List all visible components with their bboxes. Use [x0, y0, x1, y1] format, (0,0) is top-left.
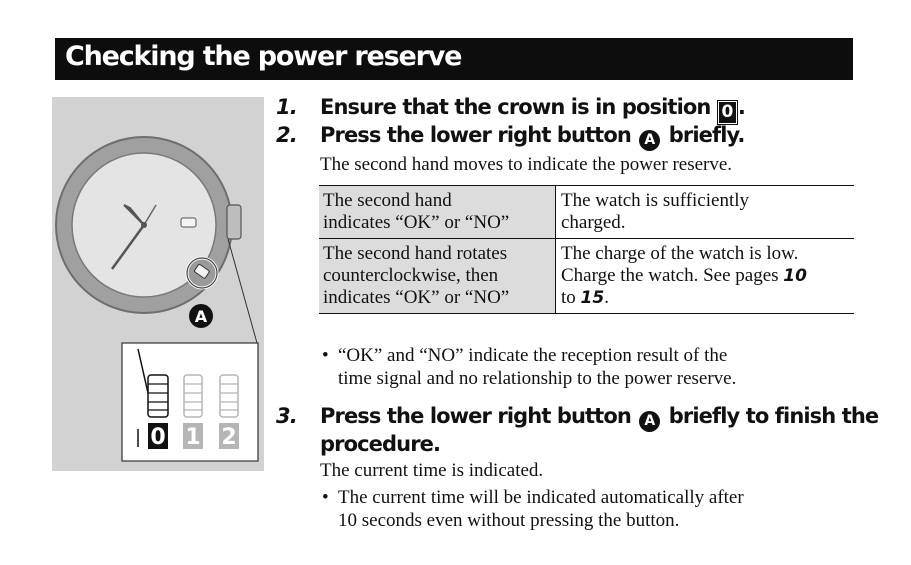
- watch-crown: [226, 204, 242, 240]
- condition-line: counterclockwise, then: [323, 265, 499, 286]
- result-line: to 15.: [561, 287, 850, 309]
- result-line: The charge of the watch is low.: [561, 243, 799, 264]
- position-1-badge: [183, 423, 203, 449]
- note-auto: • The current time will be indicated aut…: [322, 486, 744, 532]
- crown-position-0-glyph: 0: [716, 100, 738, 125]
- step-3: 3. Press the lower right button A briefl…: [276, 403, 879, 432]
- section-title: Checking the power reserve: [65, 41, 462, 72]
- step-1-suffix: .: [737, 95, 746, 119]
- result-text: .: [604, 287, 609, 308]
- second-hand: [143, 204, 157, 226]
- result-line: Charge the watch. See pages 10: [561, 265, 850, 287]
- result-line: The watch is sufficiently: [561, 190, 750, 211]
- step-2-text: Press the lower right button: [320, 123, 632, 147]
- page-link-10[interactable]: 10: [783, 266, 807, 286]
- position-2-badge: [219, 423, 239, 449]
- step-3-description: The current time is indicated.: [320, 460, 544, 481]
- date-window: [180, 217, 197, 228]
- crown-position-1-icon: [183, 374, 203, 418]
- minute-hand: [110, 224, 146, 270]
- result-line: charged.: [561, 212, 626, 233]
- crown-position-2-icon: [219, 374, 239, 418]
- hour-hand: [123, 204, 145, 226]
- watch-case: [55, 136, 242, 314]
- table-row: The second hand indicates “OK” or “NO” T…: [319, 185, 855, 239]
- table-row: The second hand rotates counterclockwise…: [319, 238, 855, 314]
- condition-cell: The second hand rotates counterclockwise…: [319, 238, 556, 314]
- page-link-15[interactable]: 15: [580, 288, 605, 308]
- step-3-text: Press the lower right button: [320, 404, 632, 428]
- step-3-suffix: briefly to finish the: [668, 404, 879, 428]
- step-2-number: 2.: [276, 123, 298, 147]
- step-3-line-2: procedure.: [320, 432, 441, 456]
- position-0-label: 0: [150, 425, 165, 450]
- bullet-dot: •: [322, 487, 329, 508]
- lower-right-button: [194, 263, 210, 279]
- step-2: 2. Press the lower right button A briefl…: [276, 122, 746, 151]
- step-1-number: 1.: [276, 95, 298, 119]
- step-1-text: Ensure that the crown is in position: [320, 95, 711, 119]
- step-3-number: 3.: [276, 404, 298, 428]
- position-1-label: 1: [185, 425, 200, 450]
- condition-cell: The second hand indicates “OK” or “NO”: [319, 185, 556, 239]
- note-ok-no: • “OK” and “NO” indicate the reception r…: [322, 344, 737, 390]
- condition-line: The second hand: [323, 190, 452, 211]
- crown-position-box: 0 1 2: [121, 342, 259, 462]
- condition-line: The second hand rotates: [323, 243, 508, 264]
- result-cell: The watch is sufficiently charged.: [556, 186, 855, 239]
- position-2-label: 2: [221, 425, 236, 450]
- step-1: 1. Ensure that the crown is in position …: [276, 94, 746, 125]
- result-text: to: [561, 287, 576, 308]
- power-reserve-table: The second hand indicates “OK” or “NO” T…: [319, 185, 854, 314]
- button-a-glyph: A: [639, 130, 661, 151]
- crown-position-0-icon: [147, 374, 169, 418]
- note-line: time signal and no relationship to the p…: [338, 368, 737, 389]
- note-line: “OK” and “NO” indicate the reception res…: [338, 345, 728, 366]
- section-header: Checking the power reserve: [55, 38, 853, 80]
- note-line: The current time will be indicated autom…: [338, 487, 744, 508]
- step-2-description: The second hand moves to indicate the po…: [320, 154, 733, 175]
- watch-illustration: A 0 1: [52, 97, 264, 471]
- note-line: 10 seconds even without pressing the but…: [338, 510, 680, 531]
- result-text: Charge the watch. See pages: [561, 265, 779, 286]
- position-0-badge: [148, 423, 168, 449]
- button-a-marker: [189, 304, 213, 328]
- step-2-suffix: briefly.: [668, 123, 746, 147]
- button-a-glyph: A: [639, 411, 661, 432]
- result-cell: The charge of the watch is low. Charge t…: [556, 239, 855, 314]
- button-a-label: A: [195, 307, 208, 326]
- bullet-dot: •: [322, 345, 329, 366]
- condition-line: indicates “OK” or “NO”: [323, 287, 510, 308]
- condition-line: indicates “OK” or “NO”: [323, 212, 510, 233]
